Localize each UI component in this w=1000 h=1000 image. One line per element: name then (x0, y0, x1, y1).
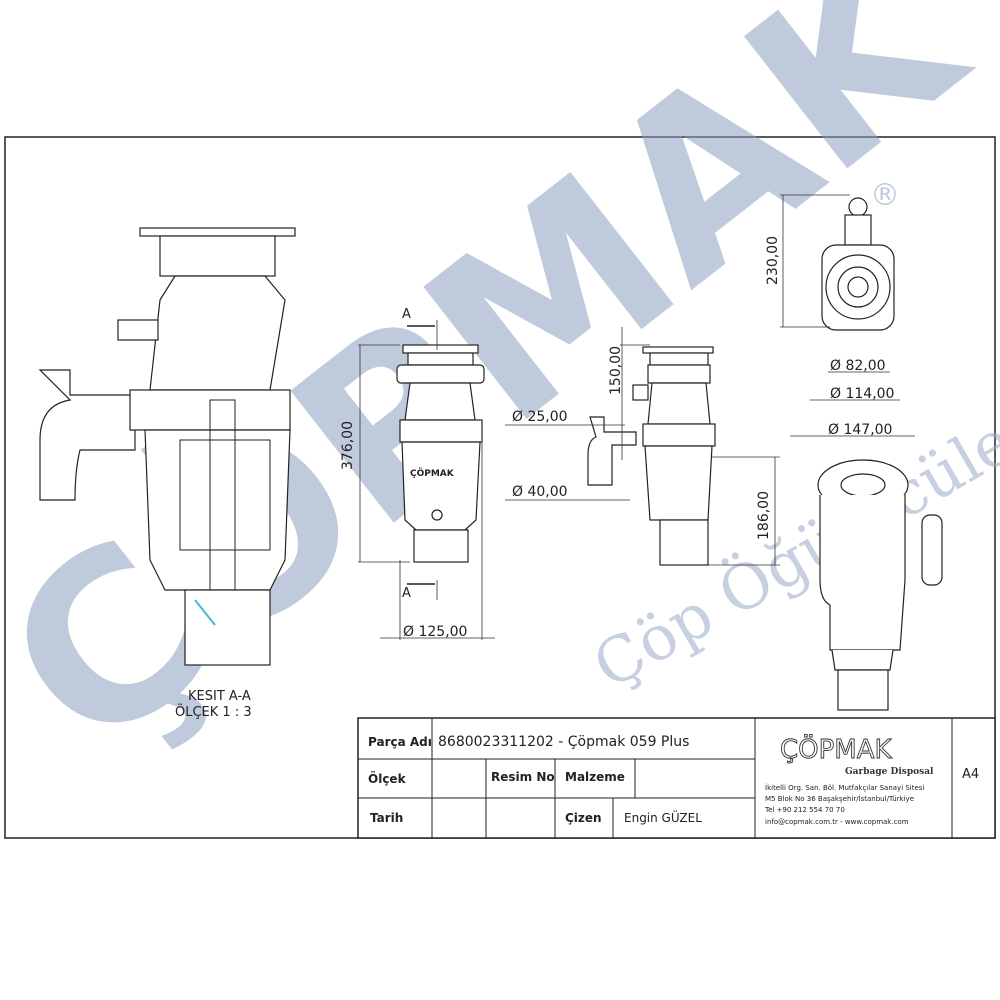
top-view: 230,00 Ø 82,00 Ø 114,00 Ø 147,00 (765, 194, 915, 438)
dim-outlet-height: 186,00 (756, 491, 772, 540)
dim-diameter-body: Ø 125,00 (403, 624, 467, 640)
dim-small-inlet: Ø 25,00 (512, 409, 568, 425)
section-view: KESIT A-A ÖLÇEK 1 : 3 (38, 227, 296, 720)
section-scale: ÖLÇEK 1 : 3 (175, 703, 252, 720)
dim-114: Ø 114,00 (830, 386, 894, 402)
web-contact: info@copmak.com.tr - www.copmak.com (765, 818, 909, 826)
address-line-1: İkitelli Org. San. Böl. Mutfakçılar Sana… (765, 783, 924, 792)
section-marker-top: A (402, 307, 411, 322)
drawing-no-label: Resim No (491, 770, 555, 784)
phone: Tel +90 212 554 70 70 (764, 806, 845, 814)
side-view: 150,00 Ø 25,00 Ø 40,00 186,00 (505, 327, 780, 566)
product-label: ÇÖPMAK (410, 468, 455, 479)
dim-height-total: 376,00 (340, 421, 356, 470)
material-label: Malzeme (565, 770, 625, 784)
sheet-size: A4 (962, 767, 979, 782)
dim-inlet-height: 150,00 (608, 346, 624, 395)
drawn-by-value: Engin GÜZEL (624, 809, 702, 825)
date-label: Tarih (370, 811, 403, 825)
logo-subtitle: Garbage Disposal (845, 767, 934, 777)
dim-147: Ø 147,00 (828, 422, 892, 438)
dim-outlet: Ø 40,00 (512, 484, 568, 500)
logo-text: ÇÖPMAK (780, 733, 893, 765)
section-marker-bottom: A (402, 586, 411, 601)
front-view: ÇÖPMAK 376,00 Ø 125,00 A A (340, 307, 495, 640)
section-label: KESIT A-A (188, 689, 251, 704)
watermark-registered: ® (870, 178, 900, 213)
dim-82: Ø 82,00 (830, 358, 886, 374)
drawn-by-label: Çizen (565, 811, 602, 825)
dim-top-height: 230,00 (765, 236, 781, 285)
title-block: Parça Adı 8680023311202 - Çöpmak 059 Plu… (357, 717, 996, 839)
company-logo: ÇÖPMAK Garbage Disposal (780, 733, 934, 777)
isometric-view (817, 459, 943, 711)
part-name-label: Parça Adı (368, 735, 432, 749)
scale-label: Ölçek (368, 771, 407, 786)
part-name-value: 8680023311202 - Çöpmak 059 Plus (438, 734, 689, 750)
address-line-2: M5 Blok No 36 Başakşehir/İstanbul/Türkiy… (765, 794, 914, 803)
